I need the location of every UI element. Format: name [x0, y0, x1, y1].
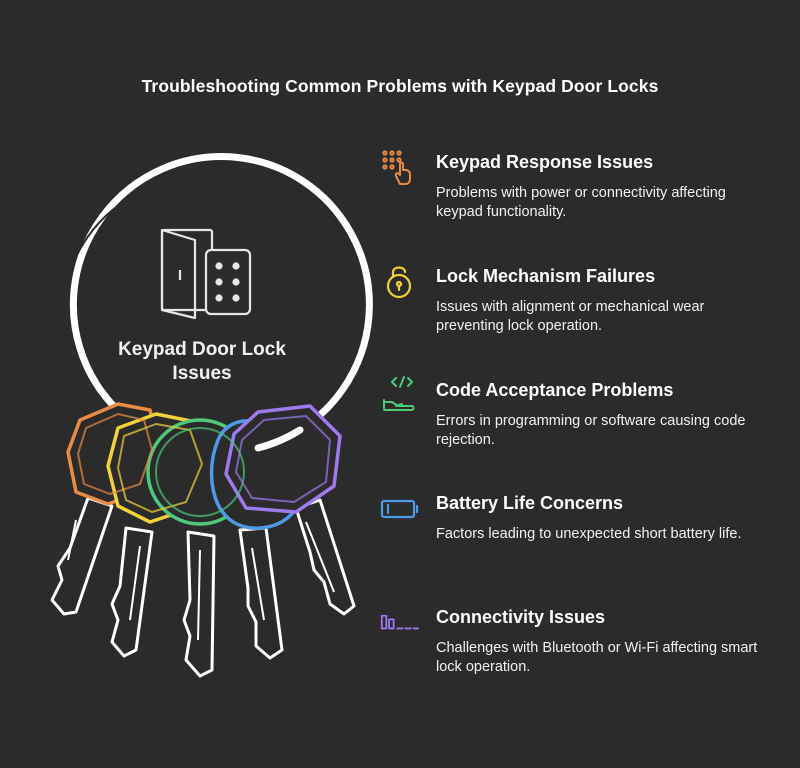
key-heads	[66, 402, 342, 530]
keypad-touch-icon	[382, 150, 411, 185]
key-blades	[50, 496, 356, 678]
key-blade-1	[50, 496, 114, 616]
issue-description: Challenges with Bluetooth or Wi-Fi affec…	[436, 640, 758, 675]
padlock-icon	[386, 266, 412, 299]
issue-description: Factors leading to unexpected short batt…	[436, 526, 742, 542]
door-keypad-icon	[160, 228, 252, 320]
center-label: Keypad Door Lock Issues	[118, 339, 286, 384]
issue-heading: Code Acceptance Problems	[436, 380, 674, 400]
issue-heading: Connectivity Issues	[436, 607, 606, 627]
key-blade-5	[294, 498, 356, 616]
battery-icon	[380, 499, 419, 519]
issue-description: Errors in programming or software causin…	[436, 413, 746, 448]
signal-bars-icon	[380, 614, 420, 630]
code-hand-icon	[383, 376, 415, 411]
issue-heading: Keypad Response Issues	[436, 152, 654, 172]
key-blade-3	[182, 530, 216, 678]
key-blade-2	[110, 526, 154, 658]
page-title: Troubleshooting Common Problems with Key…	[141, 76, 659, 96]
issue-description: Issues with alignment or mechanical wear…	[436, 299, 705, 334]
issue-heading: Lock Mechanism Failures	[436, 266, 656, 286]
key-head-purple	[224, 404, 342, 514]
issue-heading: Battery Life Concerns	[436, 493, 624, 513]
issue-description: Problems with power or connectivity affe…	[436, 185, 726, 220]
key-blade-4	[238, 526, 284, 660]
